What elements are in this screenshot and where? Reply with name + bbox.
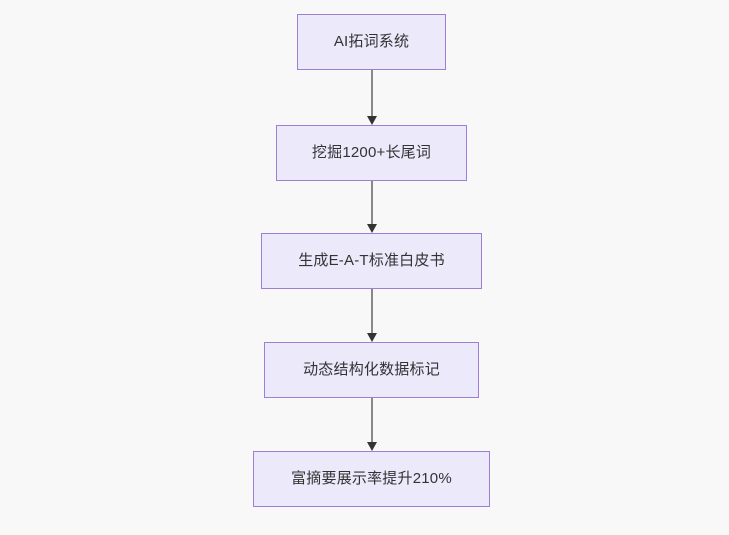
edge-line [371, 398, 373, 443]
node-generate-eat-whitepaper[interactable]: 生成E-A-T标准白皮书 [261, 233, 482, 289]
arrowhead-icon [366, 442, 377, 451]
edge-line [371, 70, 373, 117]
arrowhead-icon [366, 116, 377, 125]
arrowhead-icon [366, 224, 377, 233]
node-label: 生成E-A-T标准白皮书 [298, 252, 445, 269]
node-dynamic-structured-data-markup[interactable]: 动态结构化数据标记 [264, 342, 479, 398]
node-label: 富摘要展示率提升210% [291, 470, 452, 487]
edge-line [371, 181, 373, 225]
edge-line [371, 289, 373, 334]
arrowhead-icon [366, 333, 377, 342]
node-label: 挖掘1200+长尾词 [311, 144, 432, 161]
node-mine-longtail-keywords[interactable]: 挖掘1200+长尾词 [276, 125, 467, 181]
node-rich-snippet-display-rate-210[interactable]: 富摘要展示率提升210% [253, 451, 490, 507]
node-label: 动态结构化数据标记 [303, 361, 440, 378]
node-ai-keyword-system[interactable]: AI拓词系统 [297, 14, 446, 70]
node-label: AI拓词系统 [333, 33, 410, 50]
